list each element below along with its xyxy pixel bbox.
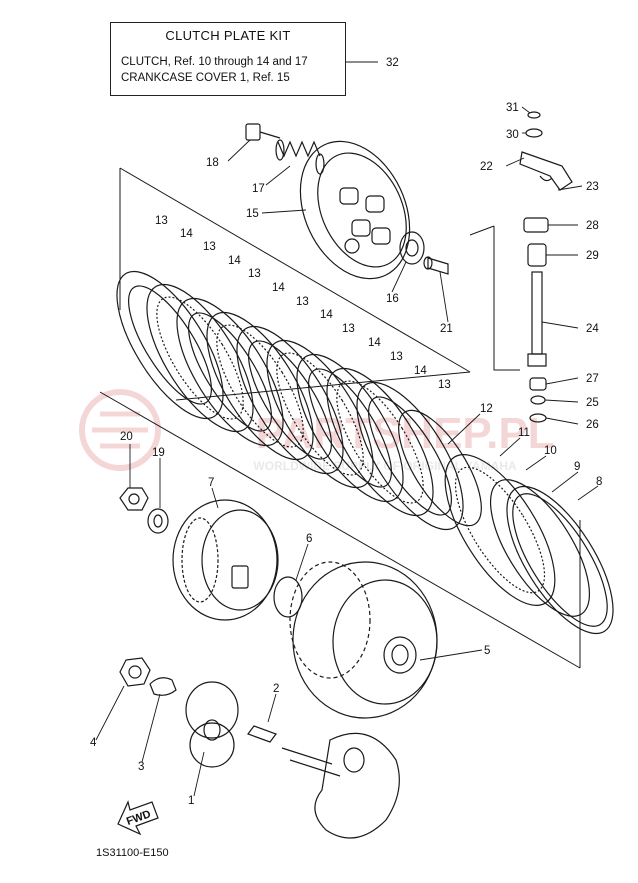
callout-11: 11	[518, 427, 530, 439]
kit-line-clutch: CLUTCH, Ref. 10 through 14 and 17	[121, 56, 308, 68]
callout-24: 24	[586, 323, 599, 335]
callout-15: 15	[246, 208, 259, 220]
watermark-line2: WORLDWIDE SUPPLY OF ORIGINAL YAMAHA	[253, 459, 516, 473]
callout-28: 28	[586, 220, 599, 232]
clutch-boss	[172, 499, 279, 621]
callout-20: 20	[120, 431, 133, 443]
primary-drive-gear	[185, 681, 400, 839]
callout-16: 16	[386, 293, 399, 305]
callout-31: 31	[506, 102, 519, 114]
pressure-plate	[299, 140, 411, 280]
callout-14f: 14	[414, 365, 427, 377]
callout-21: 21	[440, 323, 453, 335]
spring-and-bolt	[245, 123, 325, 175]
thrust-washer	[273, 576, 303, 618]
callout-22: 22	[480, 161, 493, 173]
callout-27: 27	[586, 373, 599, 385]
clutch-plate-stack	[116, 270, 614, 635]
kit-title: CLUTCH PLATE KIT	[165, 28, 291, 43]
callout-29: 29	[586, 250, 599, 262]
bearing-and-pushrod	[399, 231, 449, 275]
callout-13b: 13	[203, 241, 216, 253]
callout-23: 23	[586, 181, 599, 193]
callout-14c: 14	[272, 282, 285, 294]
callout-3: 3	[138, 761, 144, 773]
watermark-line1: PARTSHEP.PL	[255, 409, 554, 458]
kit-line-crankcase: CRANKCASE COVER 1, Ref. 15	[121, 72, 290, 84]
primary-nut-lockwasher	[119, 657, 177, 696]
callout-4: 4	[90, 737, 97, 749]
nut-and-washer	[119, 487, 169, 534]
callout-14e: 14	[368, 337, 381, 349]
callout-13f: 13	[390, 351, 403, 363]
callout-30: 30	[506, 129, 519, 141]
callout-7: 7	[208, 477, 214, 489]
callout-1: 1	[188, 795, 194, 807]
leader-lines	[95, 106, 599, 797]
callout-8: 8	[596, 476, 602, 488]
callout-17: 17	[252, 183, 265, 195]
callout-12: 12	[480, 403, 493, 415]
forward-arrow-icon: FWD	[117, 800, 159, 836]
callout-14b: 14	[228, 255, 241, 267]
diagram-code: 1S31100-E150	[96, 847, 169, 859]
callout-6: 6	[306, 533, 312, 545]
callout-13d: 13	[296, 296, 309, 308]
callout-32: 32	[386, 57, 399, 69]
callout-5: 5	[484, 645, 490, 657]
callout-13g: 13	[438, 379, 451, 391]
callout-10: 10	[544, 445, 557, 457]
callout-2: 2	[273, 683, 279, 695]
callout-14d: 14	[320, 309, 333, 321]
plate-stack-bracket	[99, 167, 581, 669]
callout-13c: 13	[248, 268, 261, 280]
watermark-logo-icon	[79, 389, 161, 471]
clutch-plate-kit-box: CLUTCH PLATE KIT CLUTCH, Ref. 10 through…	[110, 22, 346, 96]
callout-13a: 13	[155, 215, 168, 227]
callout-19: 19	[152, 447, 165, 459]
callout-25: 25	[586, 397, 599, 409]
clutch-housing	[289, 561, 438, 719]
push-lever-assembly	[519, 111, 573, 423]
callout-14a: 14	[180, 228, 193, 240]
callout-26: 26	[586, 419, 599, 431]
callout-9: 9	[574, 461, 580, 473]
callout-18: 18	[206, 157, 219, 169]
callout-numbers: 31 30 22 23 28 29 24 27 25 26 18 17 15 1…	[90, 102, 602, 807]
callout-13e: 13	[342, 323, 355, 335]
